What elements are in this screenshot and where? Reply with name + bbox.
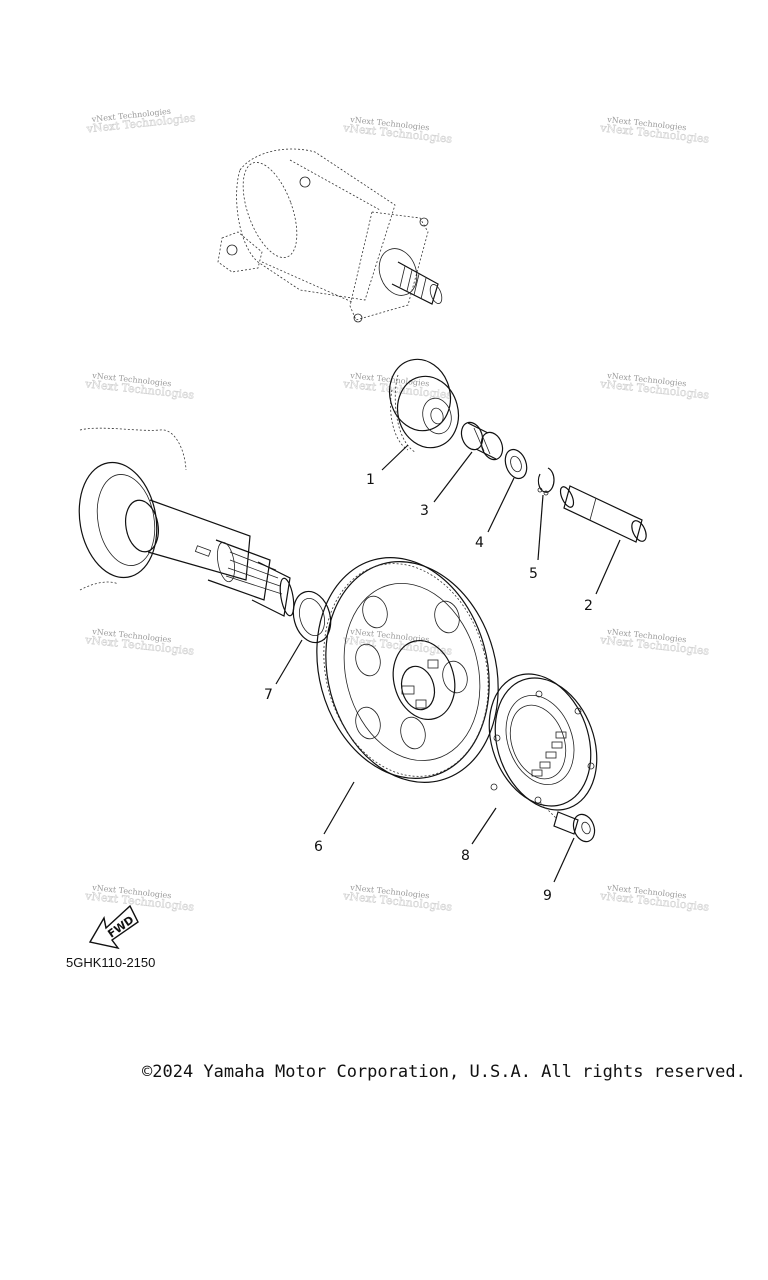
- leader-lines: [275, 444, 621, 883]
- watermarks: vNext Technologies vNext Technologies vN…: [83, 107, 710, 914]
- one-way-clutch: [488, 673, 598, 811]
- watermark: vNext Technologies vNext Technologies: [85, 107, 197, 136]
- idler-shaft: [559, 485, 647, 543]
- callout-7: 7: [264, 687, 273, 703]
- washer: [504, 448, 528, 480]
- copyright-notice: ©2024 Yamaha Motor Corporation, U.S.A. A…: [142, 1062, 746, 1082]
- part-code: 5GHK110-2150: [66, 955, 156, 970]
- callout-5: 5: [529, 566, 538, 582]
- callout-9: 9: [543, 888, 552, 904]
- thrust-washer: [292, 590, 332, 644]
- watermark: vNext Technologies vNext Technologies: [83, 371, 195, 402]
- crankshaft: [78, 427, 295, 617]
- callout-6: 6: [314, 839, 323, 855]
- fwd-arrow-icon: FWD: [88, 904, 139, 950]
- callout-4: 4: [475, 535, 484, 551]
- idler-gear: [388, 358, 460, 453]
- watermark: vNext Technologies vNext Technologies: [341, 115, 453, 146]
- needle-bearing: [460, 421, 504, 461]
- watermark: vNext Technologies vNext Technologies: [598, 371, 710, 402]
- watermark: vNext Technologies vNext Technologies: [598, 627, 710, 658]
- callout-2: 2: [584, 598, 593, 614]
- circlip: [537, 467, 555, 496]
- watermark: vNext Technologies vNext Technologies: [598, 883, 710, 914]
- starter-wheel-gear: [316, 557, 499, 783]
- callout-3: 3: [420, 503, 429, 519]
- watermark: vNext Technologies vNext Technologies: [341, 883, 453, 914]
- watermark: vNext Technologies vNext Technologies: [83, 627, 195, 658]
- callout-1: 1: [366, 472, 375, 488]
- watermark: vNext Technologies vNext Technologies: [341, 627, 453, 658]
- starter-motor: [217, 148, 443, 323]
- watermark: vNext Technologies vNext Technologies: [83, 883, 195, 914]
- bolt: [539, 801, 596, 843]
- callouts: 1 2 3 4 5 6 7 8 9: [264, 472, 593, 904]
- callout-8: 8: [461, 848, 470, 864]
- watermark: vNext Technologies vNext Technologies: [598, 115, 710, 146]
